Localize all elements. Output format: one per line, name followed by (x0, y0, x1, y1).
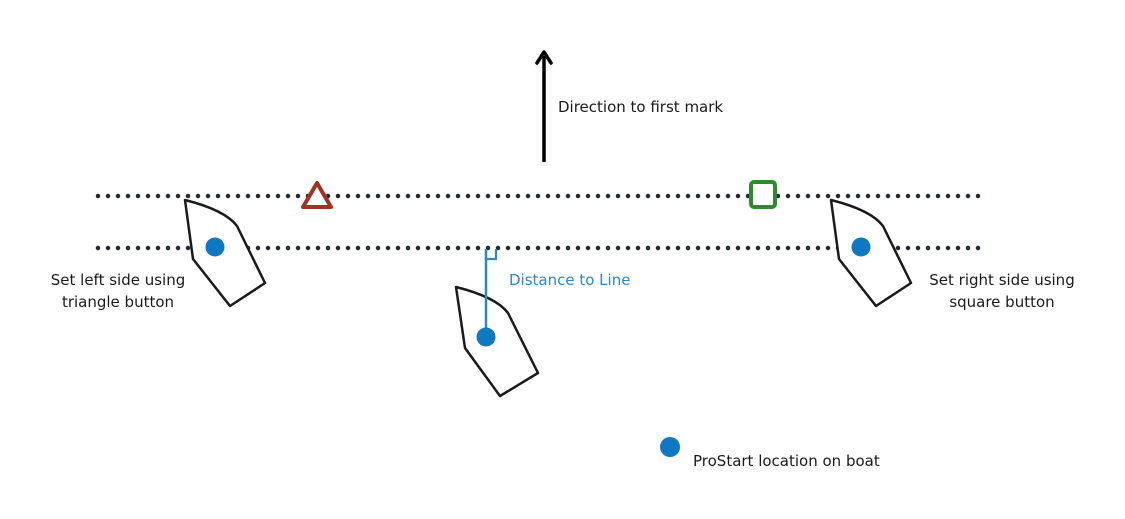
prostart-dot-center (476, 327, 496, 347)
triangle-mark-icon (301, 181, 333, 209)
prostart-dot-left (205, 237, 225, 257)
left-boat (183, 198, 267, 308)
center-boat (454, 285, 540, 398)
right-side-label-line2: square button (949, 293, 1055, 311)
left-side-label-line2: triangle button (61, 293, 175, 311)
right-side-label: Set right side using square button (920, 269, 1084, 313)
legend-dot-icon (660, 437, 680, 457)
square-mark-icon (749, 180, 777, 209)
left-side-label-line1: Set left side using (50, 271, 186, 289)
right-side-label-line1: Set right side using (929, 271, 1075, 289)
left-side-label: Set left side using triangle button (40, 269, 196, 313)
distance-to-line-label: Distance to Line (509, 271, 631, 289)
direction-arrow (535, 50, 553, 162)
prostart-dot-right (851, 237, 871, 257)
right-boat (829, 198, 913, 308)
direction-label: Direction to first mark (558, 98, 724, 116)
legend-label: ProStart location on boat (693, 452, 880, 470)
distance-to-line-marker (484, 249, 498, 337)
